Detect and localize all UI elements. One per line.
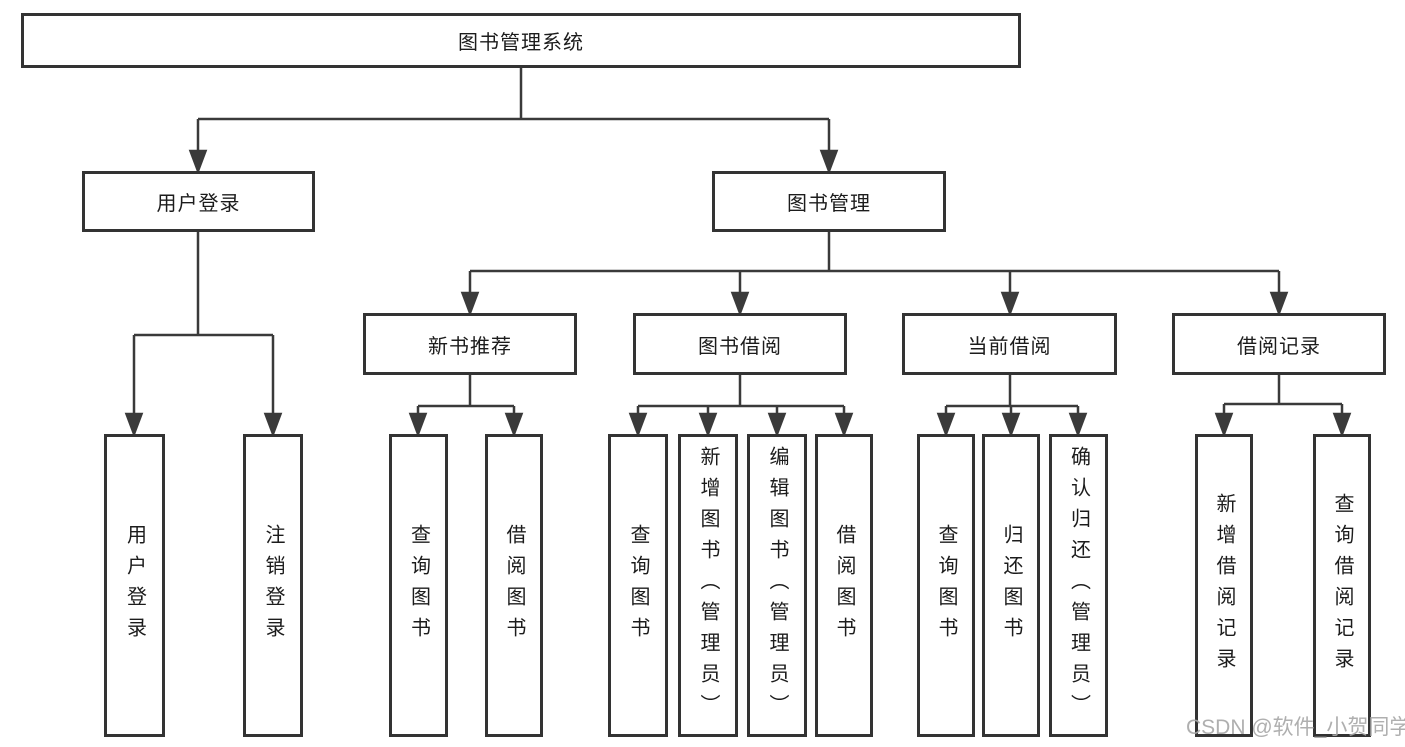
node-new-book-recommend-label: 新书推荐: [428, 335, 512, 358]
leaf-add-book-admin-label: 新增图书（管理员）: [697, 446, 719, 725]
leaf-query-borrow-record-label: 查询借阅记录: [1331, 492, 1353, 679]
node-book-management-label: 图书管理: [787, 193, 871, 215]
watermark: CSDN @软件_小贺同学: [1186, 716, 1405, 739]
leaf-return-books: 归还图书: [982, 434, 1040, 737]
leaf-borrow-books-borrowing: 借阅图书: [815, 434, 873, 737]
leaf-user-login-label: 用户登录: [123, 523, 146, 648]
leaf-query-books-borrowing: 查询图书: [608, 434, 668, 737]
node-book-management: 图书管理: [712, 171, 946, 232]
node-root-label: 图书管理系统: [458, 32, 584, 54]
leaf-query-books-current: 查询图书: [917, 434, 975, 737]
leaf-borrow-books-recommend: 借阅图书: [485, 434, 543, 737]
leaf-user-login: 用户登录: [104, 434, 165, 737]
node-new-book-recommend: 新书推荐: [363, 313, 577, 375]
node-user-login: 用户登录: [82, 171, 315, 232]
leaf-borrow-books-recommend-label: 借阅图书: [503, 523, 525, 648]
leaf-add-borrow-record: 新增借阅记录: [1195, 434, 1253, 737]
leaf-query-books-recommend: 查询图书: [389, 434, 448, 737]
leaf-add-borrow-record-label: 新增借阅记录: [1213, 492, 1235, 679]
leaf-add-book-admin: 新增图书（管理员）: [678, 434, 738, 737]
leaf-query-borrow-record: 查询借阅记录: [1313, 434, 1371, 737]
node-borrow-records: 借阅记录: [1172, 313, 1386, 375]
leaf-edit-book-admin-label: 编辑图书（管理员）: [766, 446, 788, 725]
leaf-confirm-return-admin: 确认归还（管理员）: [1049, 434, 1108, 737]
node-user-login-label: 用户登录: [156, 193, 241, 215]
leaf-borrow-books-borrowing-label: 借阅图书: [833, 523, 855, 648]
node-borrow-records-label: 借阅记录: [1237, 335, 1321, 358]
node-book-borrowing: 图书借阅: [633, 313, 847, 375]
leaf-logout: 注销登录: [243, 434, 303, 737]
leaf-edit-book-admin: 编辑图书（管理员）: [747, 434, 807, 737]
node-root: 图书管理系统: [21, 13, 1021, 68]
leaf-return-books-label: 归还图书: [1000, 523, 1022, 648]
node-current-borrowing: 当前借阅: [902, 313, 1117, 375]
node-current-borrowing-label: 当前借阅: [967, 335, 1052, 358]
leaf-query-books-recommend-label: 查询图书: [407, 523, 430, 648]
leaf-logout-label: 注销登录: [262, 523, 284, 648]
leaf-confirm-return-admin-label: 确认归还（管理员）: [1067, 446, 1090, 725]
node-book-borrowing-label: 图书借阅: [698, 335, 782, 358]
leaf-query-books-current-label: 查询图书: [935, 523, 957, 648]
leaf-query-books-borrowing-label: 查询图书: [627, 523, 649, 648]
